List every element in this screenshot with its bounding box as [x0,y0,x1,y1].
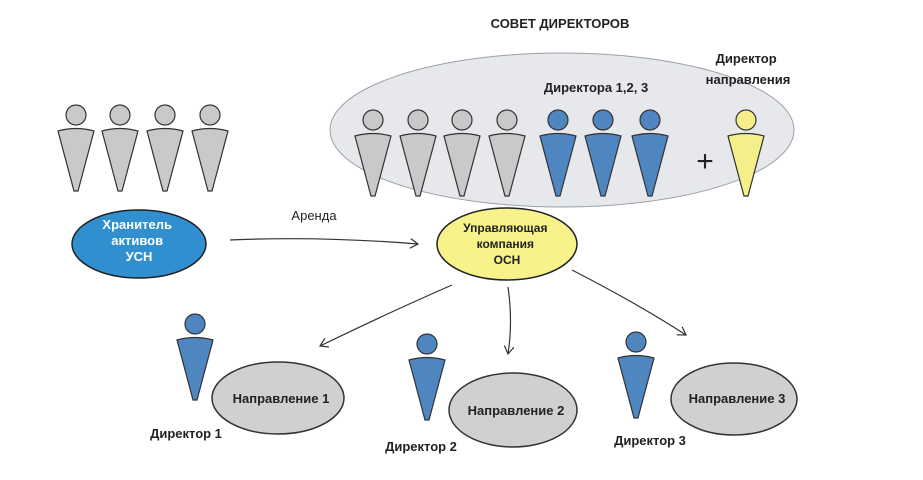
direction-1-director-figure [176,313,214,401]
lease-arrow [229,238,418,244]
direction-3-director-label: Директор 3 [614,433,686,448]
direction-3-ellipse [670,362,798,436]
direction-3-label: Направление 3 [689,391,786,406]
arrow-to-direction-3 [571,269,686,335]
direction-3-director-figure [617,331,655,419]
direction-1-ellipse [211,361,345,435]
direction-2-label: Направление 2 [468,403,565,418]
board-ellipse [329,52,795,208]
management-company-label: Управляющая компания ОСН [463,221,551,267]
asset-holder-label: Хранитель активов УСН [102,217,175,264]
management-company-ellipse [436,207,578,281]
direction-2-director-figure [408,333,446,421]
owner-figure-4 [191,104,229,192]
owner-figure-2 [101,104,139,192]
directors-label: Директора 1,2, 3 [544,80,648,95]
direction-1-label: Направление 1 [233,391,330,406]
arrow-to-direction-1 [320,284,453,346]
arrow-to-direction-2 [508,286,511,354]
direction-2-director-label: Директор 2 [385,439,457,454]
asset-holder-ellipse [71,209,207,279]
direction-1-director-label: Директор 1 [150,426,222,441]
owner-figure-1 [57,104,95,192]
direction-director-label: Директор направления [706,51,791,87]
direction-2-ellipse [448,372,578,448]
lease-label: Аренда [291,208,337,223]
board-title: СОВЕТ ДИРЕКТОРОВ [491,16,630,31]
owner-figure-3 [146,104,184,192]
plus-sign: + [696,145,714,178]
